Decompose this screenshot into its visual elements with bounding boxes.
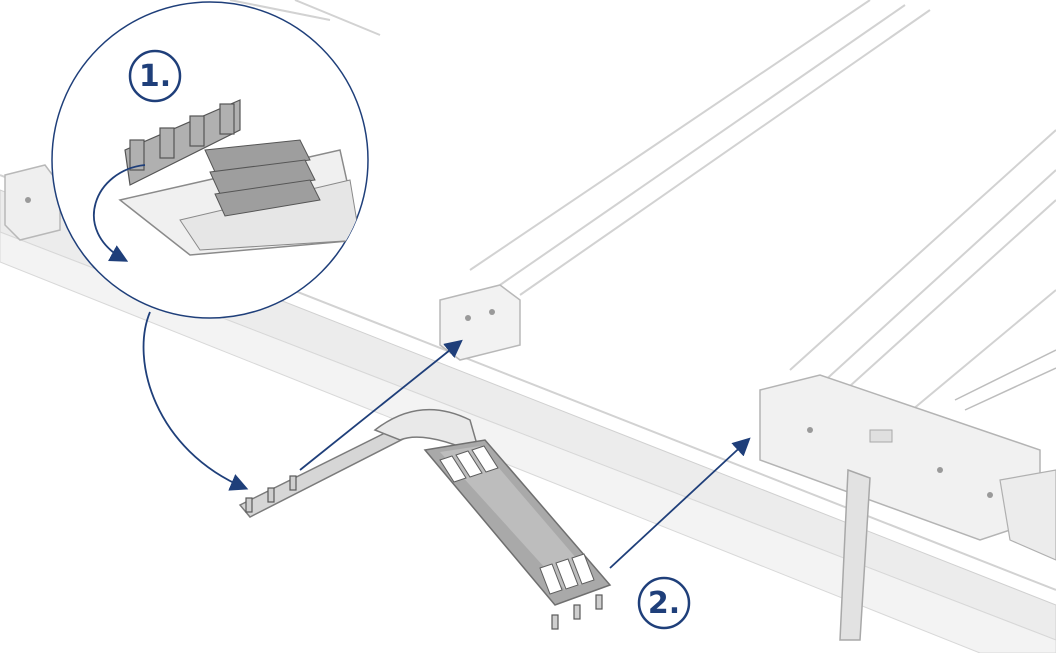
arrow-circle-to-left-clip (142, 311, 249, 491)
step-2-badge: 2. (637, 576, 691, 630)
upper-slots (439, 445, 499, 483)
lower-slots (539, 553, 595, 595)
right-clip-teeth (551, 594, 603, 630)
step-1-label: 1. (139, 59, 171, 94)
detail-teeth (124, 99, 241, 186)
instruction-arrows (142, 311, 751, 569)
arrow-left-clip-to-connector (299, 339, 463, 471)
right-end-block (759, 349, 1056, 641)
mounting-bracket (238, 408, 612, 630)
step-1-badge: 1. (128, 49, 182, 103)
left-end-connector (4, 164, 61, 241)
detail-rotation-arrow (93, 164, 146, 262)
detail-zoom-circle (51, 1, 369, 319)
detail-slots (204, 139, 321, 217)
arrow-right-clip-to-connector (609, 437, 751, 569)
step-2-label: 2. (648, 586, 680, 621)
left-clip-teeth (245, 475, 297, 513)
